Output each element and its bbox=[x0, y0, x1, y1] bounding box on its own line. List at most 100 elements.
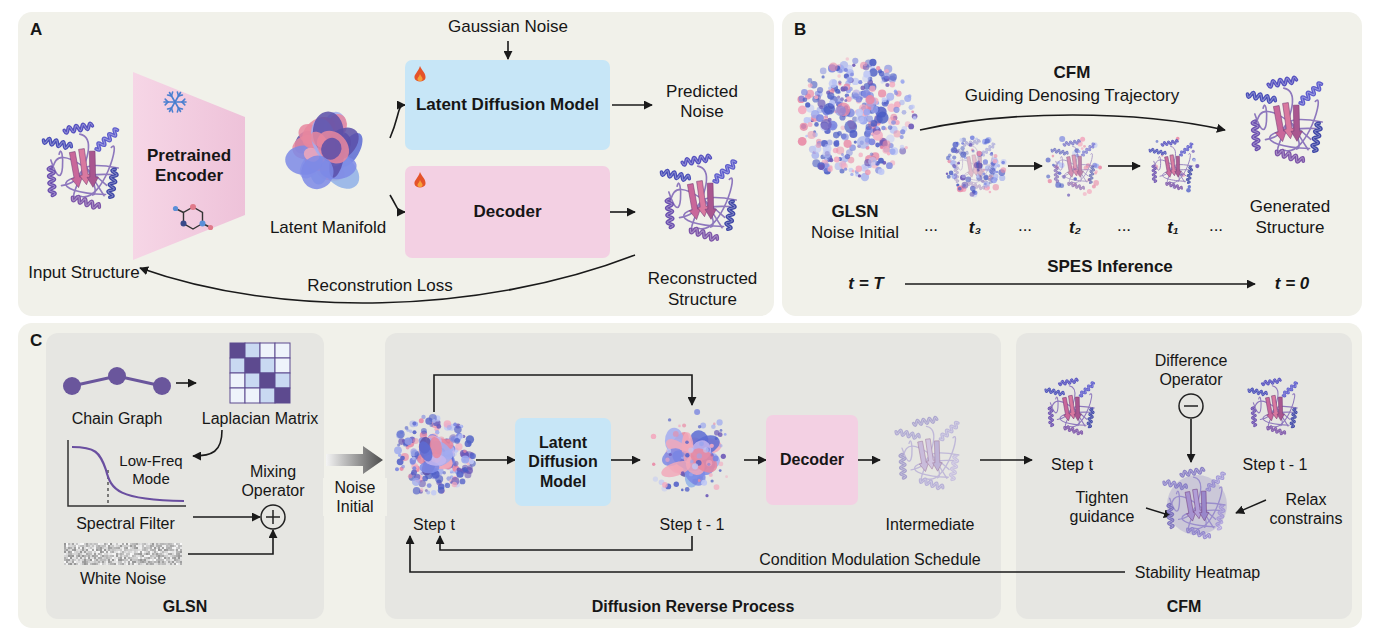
latent-patch bbox=[313, 152, 346, 184]
noise-pixel bbox=[148, 561, 150, 563]
noise-point bbox=[706, 460, 712, 466]
chain-graph-icon bbox=[63, 367, 171, 395]
noise-point bbox=[816, 143, 821, 148]
connector-arrow bbox=[610, 211, 635, 213]
noise-point bbox=[812, 151, 820, 159]
noise-pixel bbox=[96, 557, 98, 559]
annotation-label: ... bbox=[1209, 216, 1223, 236]
node-label: Pretrained Encoder bbox=[142, 146, 236, 187]
noise-point bbox=[824, 167, 831, 174]
noise-point bbox=[451, 436, 456, 441]
noise-point bbox=[893, 116, 898, 121]
noise-point bbox=[846, 57, 850, 61]
noise-pixel bbox=[114, 547, 116, 549]
noise-point bbox=[841, 86, 846, 91]
noise-point bbox=[905, 121, 911, 127]
noise-point bbox=[952, 174, 958, 180]
noise-pixel bbox=[116, 555, 118, 557]
latent-patch bbox=[684, 465, 700, 488]
noise-point bbox=[441, 440, 446, 445]
helix-ribbon bbox=[96, 129, 117, 150]
noise-pixel bbox=[80, 563, 82, 565]
label-anchor: t = T bbox=[848, 274, 883, 294]
noise-point bbox=[871, 106, 879, 114]
noise-point bbox=[814, 122, 819, 127]
noise-pixel bbox=[108, 557, 110, 559]
helix-highlight bbox=[64, 123, 92, 133]
noise-pixel bbox=[146, 559, 148, 561]
noise-point bbox=[813, 151, 816, 154]
noise-point bbox=[882, 100, 889, 107]
helix-highlight bbox=[913, 417, 937, 425]
noise-pixel bbox=[82, 563, 84, 565]
node-label: Low-Freq Mode bbox=[115, 452, 187, 488]
noise-point bbox=[959, 138, 963, 142]
noise-pixel bbox=[88, 551, 90, 553]
noise-point bbox=[829, 79, 838, 88]
latent-patch bbox=[663, 435, 692, 461]
noise-point bbox=[680, 452, 685, 457]
noise-input-arrow bbox=[507, 41, 509, 59]
noise-point bbox=[432, 447, 436, 451]
noise-pixel bbox=[152, 553, 154, 555]
noise-cloud bbox=[394, 414, 476, 495]
noise-point bbox=[869, 59, 876, 66]
loop-coil bbox=[1065, 386, 1075, 427]
noise-point bbox=[831, 124, 836, 129]
helix-highlight bbox=[1252, 121, 1259, 149]
helix-highlight bbox=[1207, 473, 1225, 490]
latent-patch bbox=[331, 130, 353, 153]
helix-highlight bbox=[1217, 506, 1224, 529]
noise-pixel bbox=[100, 547, 102, 549]
noise-point bbox=[884, 69, 889, 74]
noise-pixel bbox=[76, 545, 78, 547]
noise-point bbox=[879, 71, 885, 77]
noise-pixel bbox=[180, 555, 182, 557]
loop-coil bbox=[1199, 504, 1214, 528]
protein-illustration bbox=[896, 417, 959, 488]
node-label: GLSN bbox=[831, 202, 878, 222]
matrix-cell bbox=[260, 358, 275, 373]
loop-coil bbox=[1169, 496, 1216, 519]
noise-point bbox=[885, 83, 889, 87]
noise-pixel bbox=[84, 555, 86, 557]
noise-point bbox=[822, 107, 830, 115]
helix-highlight bbox=[968, 182, 984, 189]
noise-point bbox=[849, 130, 857, 138]
loop-coil bbox=[1057, 406, 1094, 419]
helix-highlight bbox=[726, 201, 735, 229]
noise-pixel bbox=[120, 547, 122, 549]
noise-pixel bbox=[166, 559, 168, 561]
noise-pixel bbox=[90, 547, 92, 549]
noise-pixel bbox=[64, 555, 66, 557]
loop-coil bbox=[973, 153, 993, 182]
helix-highlight bbox=[690, 228, 717, 239]
noise-pixel bbox=[150, 543, 152, 545]
flame-inner bbox=[417, 180, 422, 187]
noise-point bbox=[875, 115, 882, 122]
noise-pixel bbox=[92, 547, 94, 549]
noise-pixel bbox=[134, 543, 136, 545]
noise-point bbox=[846, 96, 852, 102]
noise-pixel bbox=[114, 545, 116, 547]
loop-coil bbox=[1270, 128, 1316, 148]
noise-point bbox=[431, 469, 437, 475]
matrix-cell bbox=[245, 343, 260, 358]
noise-pixel bbox=[72, 549, 74, 551]
noise-point bbox=[875, 143, 880, 148]
annotation-label: ... bbox=[1117, 216, 1131, 236]
noise-point bbox=[468, 442, 472, 446]
noise-point bbox=[835, 89, 840, 94]
noise-pixel bbox=[158, 563, 160, 565]
noise-point bbox=[864, 83, 871, 90]
noise-pixel bbox=[172, 549, 174, 551]
noise-pixel bbox=[178, 553, 180, 555]
panel-title: Diffusion Reverse Process bbox=[592, 597, 795, 616]
noise-point bbox=[801, 89, 808, 96]
noise-point bbox=[970, 192, 975, 197]
noise-point bbox=[1048, 179, 1052, 183]
noise-pixel bbox=[166, 551, 168, 553]
plot-axes bbox=[68, 440, 186, 506]
noise-point bbox=[467, 465, 472, 470]
connector-arrow bbox=[176, 382, 196, 384]
